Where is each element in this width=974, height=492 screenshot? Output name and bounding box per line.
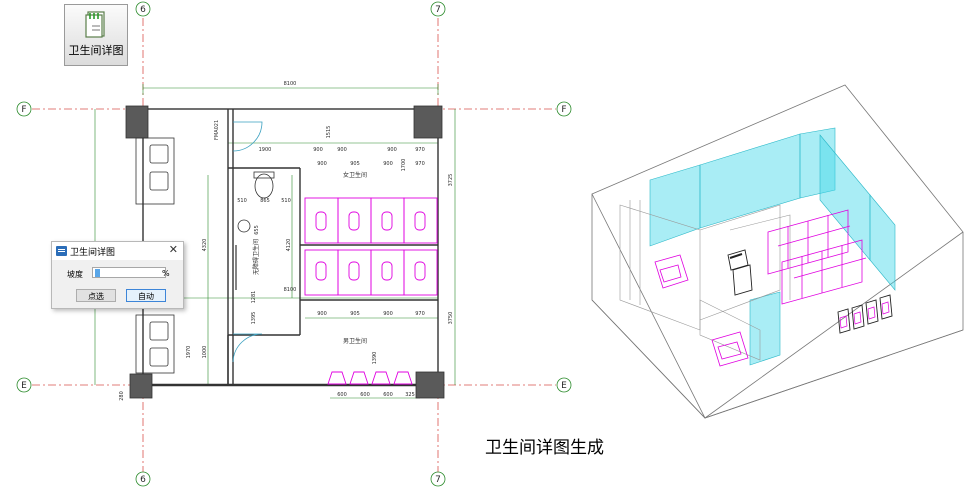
room-label-accessible: 无障碍卫生间 <box>252 239 260 275</box>
dimension-lines <box>94 84 456 399</box>
dim-small-10: 1390 <box>372 352 378 365</box>
female-stalls <box>304 197 438 296</box>
dim-partition-1: 905 <box>350 161 360 167</box>
app-icon <box>56 246 67 256</box>
auto-button[interactable]: 自动 <box>126 289 166 302</box>
dim-fixture-0: 600 <box>337 392 347 398</box>
dim-small-3: 865 <box>260 198 270 204</box>
dim-small-8: 1970 <box>186 346 192 359</box>
dim-mid-width: 8100 <box>284 287 297 293</box>
dim-bottom-0: 900 <box>317 311 327 317</box>
dim-small-0: 1515 <box>326 126 332 139</box>
dim-partition-2: 900 <box>383 161 393 167</box>
interior-walls <box>619 200 791 361</box>
axis-label-col-right-bottom: 7 <box>435 475 441 485</box>
toilet-detail-icon <box>85 11 105 38</box>
dim-right-bottom-height: 3750 <box>448 312 454 325</box>
close-icon[interactable]: ✕ <box>168 243 178 256</box>
dim-right-top-height: 3725 <box>448 174 454 187</box>
axis-bubbles <box>16 1 572 487</box>
glass-partitions <box>649 127 896 366</box>
dim-small-9: 1000 <box>202 346 208 359</box>
floor-plan: 6 7 6 7 F F E E 8100 1900 900 900 <box>16 1 572 487</box>
dim-top-3: 900 <box>387 147 397 153</box>
dim-small-11: 280 <box>119 391 125 401</box>
dim-overall-width: 8100 <box>284 81 297 87</box>
axis-label-col-left-top: 6 <box>140 5 146 15</box>
urinals <box>327 371 413 385</box>
dim-partition-0: 900 <box>317 161 327 167</box>
dim-partition-3: 970 <box>415 161 425 167</box>
dim-top-1: 900 <box>313 147 323 153</box>
axis-label-row-bottom-left: E <box>21 381 27 391</box>
slope-label: 坡度 <box>67 270 83 279</box>
walls <box>142 108 439 387</box>
toilet-detail-dialog: 卫生间详图 ✕ 坡度 % 点选 自动 <box>51 241 184 309</box>
isometric-3d-view <box>591 84 964 419</box>
door-tag: FMA021 <box>214 120 220 140</box>
slope-input[interactable] <box>92 267 166 278</box>
left-wash-basins <box>135 137 175 374</box>
dialog-titlebar[interactable]: 卫生间详图 ✕ <box>52 242 183 260</box>
dimension-text: 8100 1900 900 900 900 970 8100 900 905 9… <box>119 81 454 401</box>
dim-small-2: 510 <box>237 198 247 204</box>
dim-left-height-inner: 4120 <box>286 239 292 252</box>
pick-button[interactable]: 点选 <box>76 289 116 302</box>
axis-label-row-top-left: F <box>21 105 26 115</box>
dim-bottom-1: 905 <box>350 311 360 317</box>
dim-left-height: 4320 <box>202 239 208 252</box>
dim-fixture-1: 600 <box>360 392 370 398</box>
figure-caption: 卫生间详图生成 <box>485 438 604 458</box>
columns <box>125 105 445 399</box>
dialog-title: 卫生间详图 <box>70 248 116 258</box>
axis-label-col-left-bottom: 6 <box>140 475 146 485</box>
room-label-female: 女卫生间 <box>343 171 367 179</box>
dim-top-2: 900 <box>337 147 347 153</box>
axis-label-col-right-top: 7 <box>435 5 441 15</box>
dim-top-4: 970 <box>415 147 425 153</box>
accessible-toilet-fixtures <box>235 171 275 290</box>
dim-bottom-2: 900 <box>383 311 393 317</box>
ribbon-button-label: 卫生间详图 <box>68 44 124 57</box>
dim-small-5: 655 <box>254 225 260 235</box>
room-label-male: 男卫生间 <box>343 337 367 345</box>
text-selection-indicator <box>95 269 100 277</box>
toilet-detail-ribbon-button[interactable]: 卫生间详图 <box>64 4 128 66</box>
dim-top-0: 1900 <box>259 147 272 153</box>
doors <box>232 121 263 363</box>
dim-fixture-3: 325 <box>405 392 415 398</box>
percent-unit: % <box>162 269 170 278</box>
fixtures-3d <box>727 249 893 334</box>
dim-small-1: 1700 <box>401 159 407 172</box>
axis-label-row-top-right: F <box>561 105 566 115</box>
dim-small-7: 1395 <box>251 312 257 325</box>
axis-label-row-bottom-right: E <box>561 381 567 391</box>
stalls-3d <box>654 209 867 367</box>
dim-small-4: 510 <box>281 198 291 204</box>
dim-bottom-3: 970 <box>415 311 425 317</box>
urinals-3d <box>839 301 890 329</box>
dim-fixture-2: 600 <box>383 392 393 398</box>
dim-small-6: 1281 <box>251 291 257 304</box>
bounding-box <box>591 84 964 419</box>
